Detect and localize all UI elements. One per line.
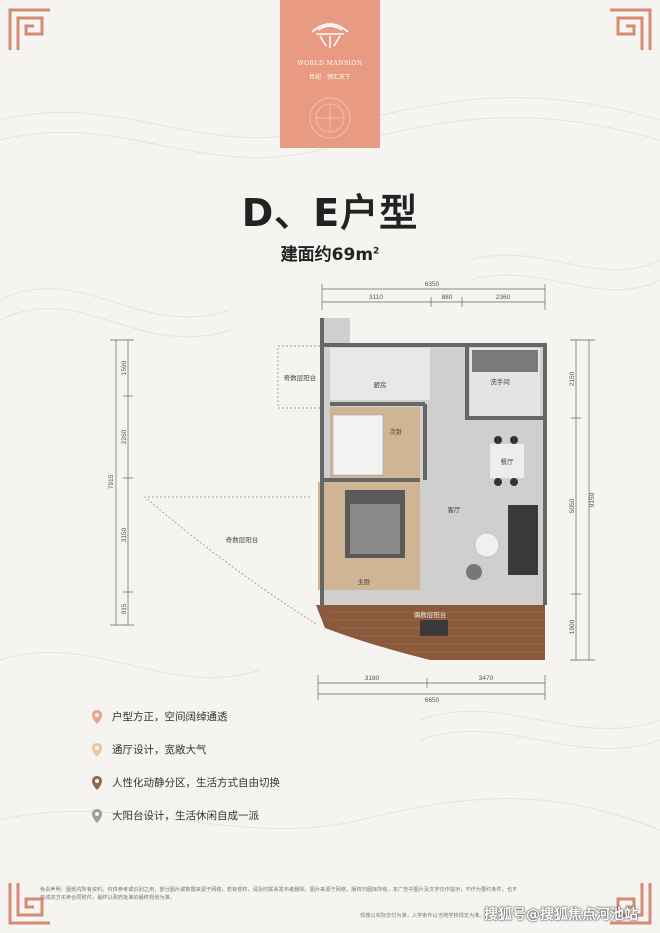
dim-bottom-a: 3180	[365, 675, 380, 682]
corner-ornament-icon	[8, 883, 50, 925]
location-pin-icon	[92, 709, 102, 724]
area-text: 建面约69m	[280, 245, 374, 265]
location-pin-icon	[92, 775, 102, 790]
area-unit-sup: 2	[373, 246, 380, 257]
brand-logo-box: WORLD MANSION 世纪 · 领汇天下	[280, 0, 380, 148]
location-pin-icon	[92, 808, 102, 823]
odd-balcony-top-area	[277, 345, 323, 409]
dim-left-d: 915	[121, 603, 128, 614]
feature-text: 人性化动静分区，生活方式自由切换	[112, 777, 280, 789]
brand-name-cn: 世纪 · 领汇天下	[309, 74, 351, 81]
dim-left-total: 7915	[108, 474, 115, 489]
odd-balcony-left-arc	[144, 496, 319, 626]
dim-right-c: 1900	[569, 619, 576, 634]
kitchen-floor	[330, 348, 430, 400]
dim-top-c: 2360	[496, 294, 511, 301]
dim-top-a: 3110	[369, 294, 383, 301]
logo-medallion-icon	[309, 97, 351, 139]
dim-right-b: 5050	[569, 498, 576, 513]
label-second-bedroom: 次卧	[390, 427, 404, 436]
feature-text: 户型方正，空间阔绰通透	[112, 711, 228, 723]
dining-table	[490, 444, 524, 478]
dim-left-a: 1590	[121, 360, 128, 375]
label-even-balcony: 偶数层阳台	[414, 610, 447, 619]
page-title: D、E户型	[241, 191, 419, 235]
corner-ornament-icon	[610, 8, 652, 50]
dim-right-a: 2150	[569, 371, 576, 386]
dim-bottom-b: 3470	[479, 675, 494, 682]
master-bed-duvet	[350, 504, 400, 554]
balcony-table	[420, 620, 448, 636]
brand-name-en: WORLD MANSION	[297, 60, 363, 67]
dim-left-c: 3150	[121, 527, 128, 542]
feature-item: 户型方正，空间阔绰通透	[92, 700, 280, 733]
feature-text: 通厅设计，宽敞大气	[112, 744, 207, 756]
corner-ornament-icon	[610, 883, 652, 925]
brand-logo-icon	[311, 23, 349, 48]
label-odd-balcony-left: 奇数层阳台	[226, 535, 259, 544]
dim-bottom-total: 6650	[425, 697, 440, 704]
label-dining: 餐厅	[501, 457, 515, 466]
dim-right-total: 9150	[589, 492, 596, 507]
coffee-table	[474, 532, 500, 558]
second-bedroom-bed	[332, 414, 384, 476]
label-odd-balcony-top: 奇数层阳台	[284, 373, 317, 382]
corner-ornament-icon	[8, 8, 50, 50]
living-sofa	[508, 505, 538, 575]
location-pin-icon	[92, 742, 102, 757]
dim-left-b: 2260	[121, 429, 128, 444]
disclaimer-text: 免责声明：图纸内所有资料，仅供参考或识别之用，部分图片或数据来源于网络，若有侵权…	[40, 887, 518, 901]
label-master-bedroom: 主卧	[358, 577, 372, 586]
area-subtitle: 建面约69m2	[0, 240, 660, 265]
feature-item: 大阳台设计，生活休闲自成一派	[92, 799, 280, 832]
disclaimer-right-text: 现楼以实际交付为准，入学条件以当地学校规定为准。	[360, 913, 485, 919]
label-living: 客厅	[448, 505, 462, 514]
feature-item: 通厅设计，宽敞大气	[92, 733, 280, 766]
feature-text: 大阳台设计，生活休闲自成一派	[112, 810, 259, 822]
feature-list: 户型方正，空间阔绰通透 通厅设计，宽敞大气 人性化动静分区，生活方式自由切换 大…	[92, 700, 280, 832]
dim-top-b: 880	[442, 294, 453, 301]
label-kitchen: 厨房	[374, 380, 387, 389]
label-washroom: 洗手间	[490, 377, 510, 386]
armchair	[466, 564, 482, 580]
shower-area	[472, 350, 538, 372]
watermark-text: 搜狐号@搜狐焦点河池站	[484, 907, 638, 923]
feature-item: 人性化动静分区，生活方式自由切换	[92, 766, 280, 799]
dim-top-total: 6350	[425, 281, 440, 288]
